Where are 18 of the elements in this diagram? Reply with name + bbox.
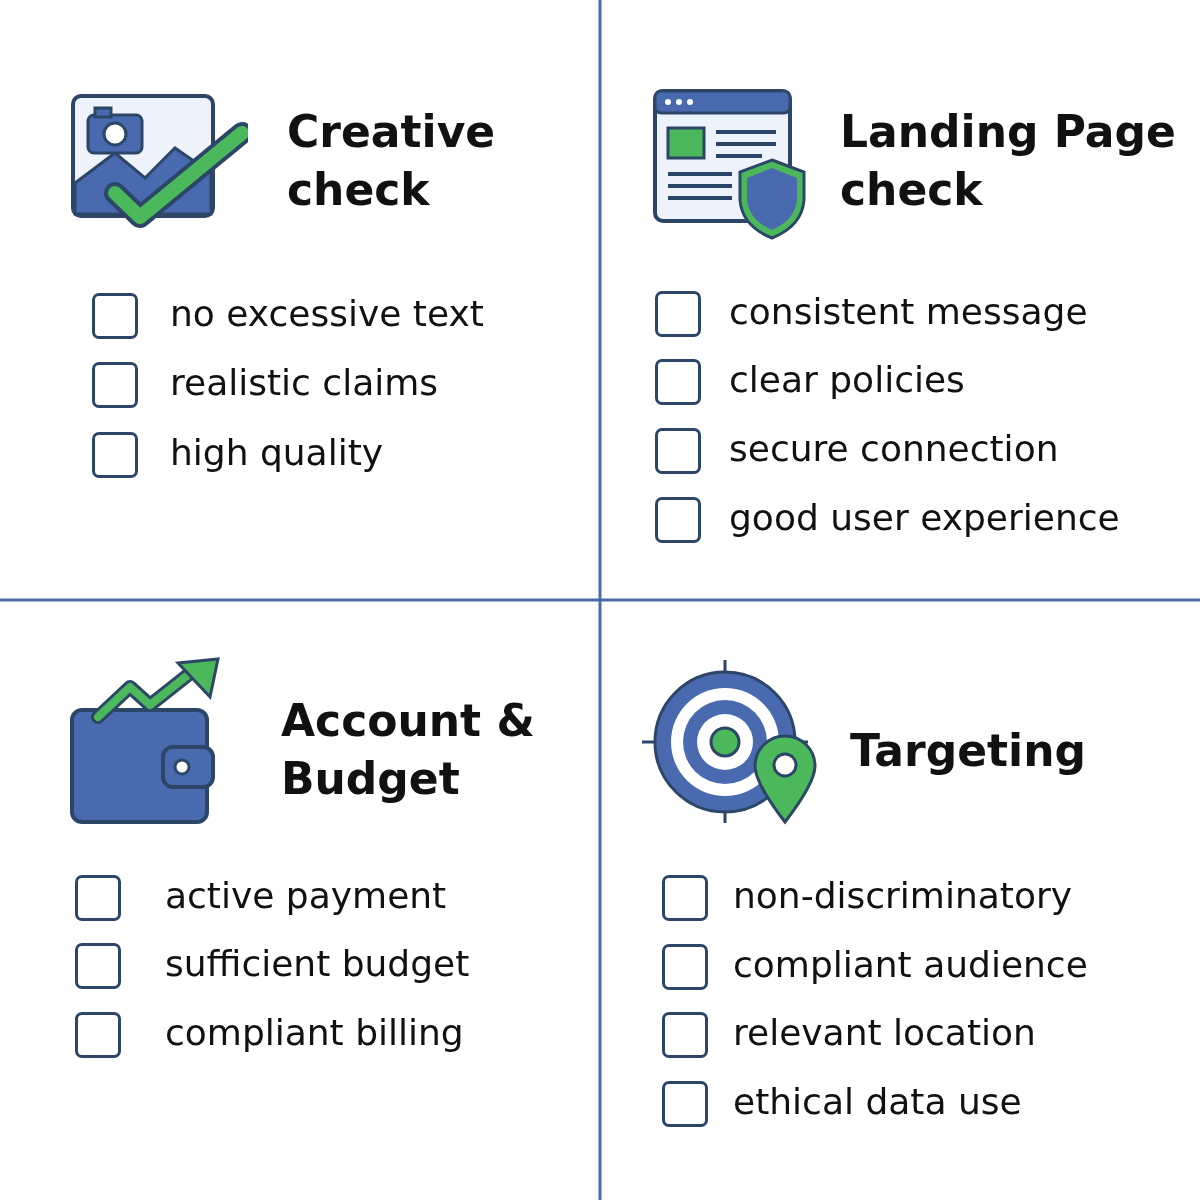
section-heading: Account & Budget xyxy=(281,694,536,806)
checklist-item: no excessive text xyxy=(170,292,484,336)
section-heading: Creative check xyxy=(287,105,497,217)
checklist-item: compliant billing xyxy=(165,1011,464,1055)
checklist-item: realistic claims xyxy=(170,361,438,405)
checklist-item: clear policies xyxy=(729,358,965,402)
checklist-item: non-discriminatory xyxy=(733,874,1073,918)
checklist-item: compliant audience xyxy=(733,943,1088,987)
checklist-item: secure connection xyxy=(729,427,1059,471)
checklist-item: consistent message xyxy=(729,290,1088,334)
checklist-item: active payment xyxy=(165,874,447,918)
checklist-item: high quality xyxy=(170,431,384,475)
checklist-item: sufficient budget xyxy=(165,942,470,986)
section-heading: Landing Page check xyxy=(840,105,1177,217)
checklist-item: relevant location xyxy=(733,1011,1036,1055)
section-heading: Targeting xyxy=(850,724,1087,778)
checklist-item: good user experience xyxy=(729,496,1120,540)
checklist-item: ethical data use xyxy=(733,1080,1022,1124)
